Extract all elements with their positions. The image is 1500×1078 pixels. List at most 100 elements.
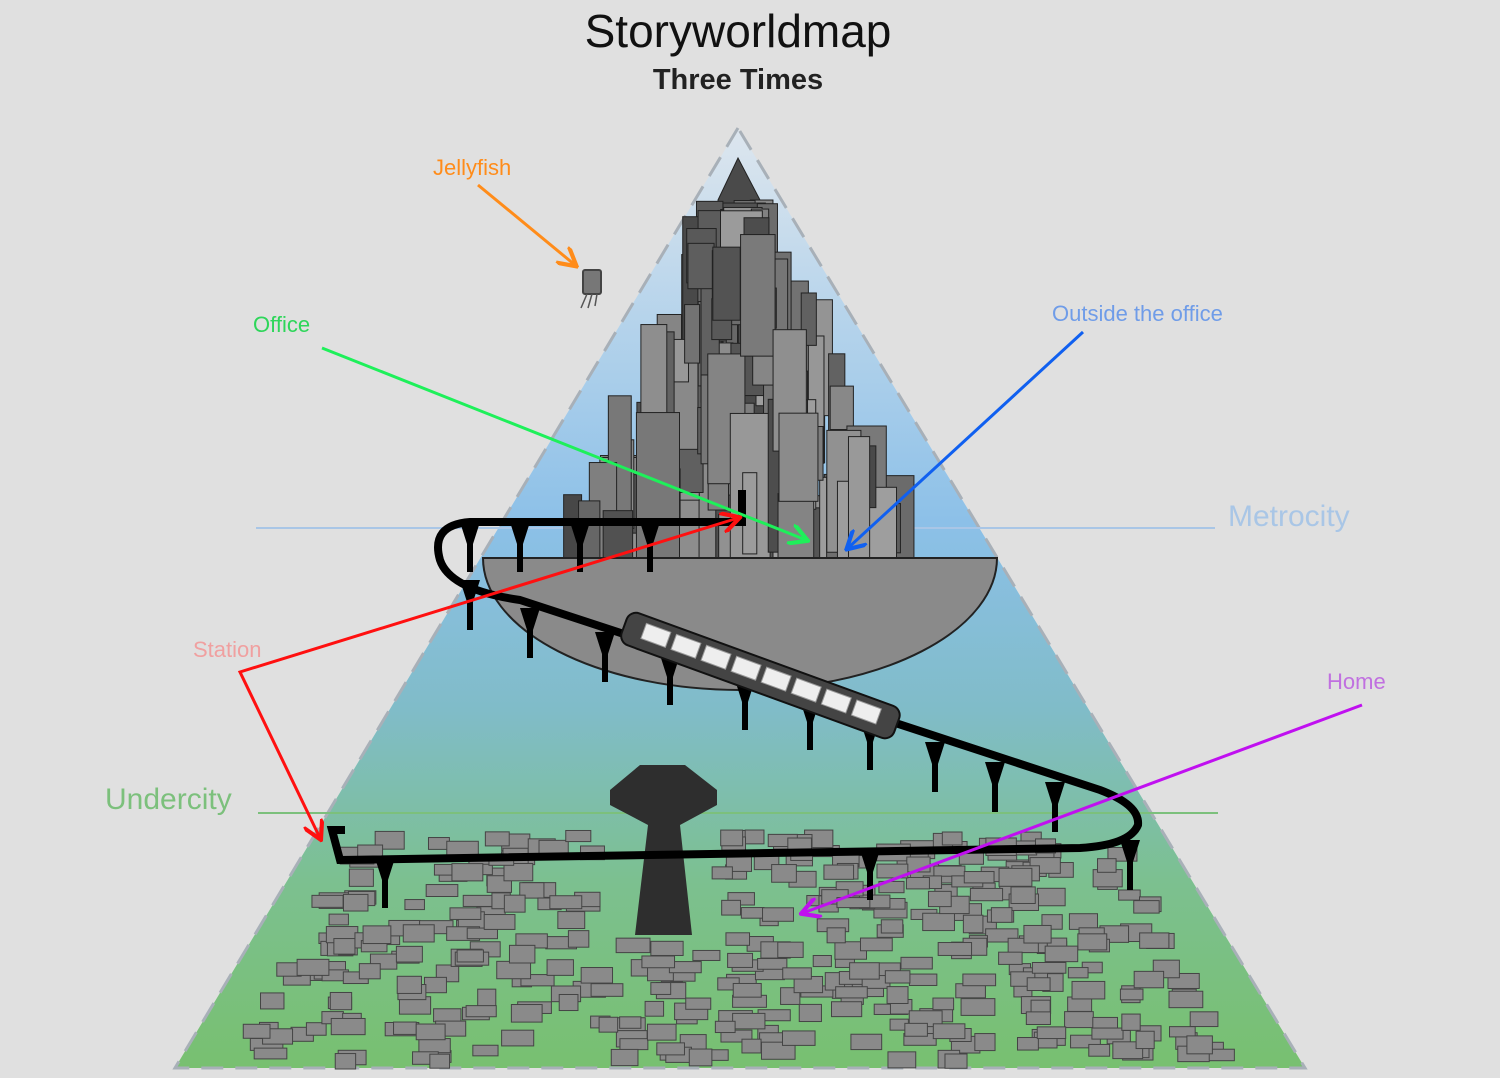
undercity-building [305, 1022, 327, 1036]
undercity-buildings [242, 829, 1235, 1070]
undercity-building [567, 930, 590, 948]
undercity-building [358, 963, 381, 980]
undercity-building [334, 1053, 357, 1070]
undercity-building [558, 993, 579, 1012]
undercity-building [396, 975, 422, 994]
undercity-building [520, 974, 555, 987]
metrocity-label: Metrocity [1228, 500, 1350, 533]
undercity-building [328, 913, 349, 926]
undercity-building [1186, 1035, 1213, 1055]
undercity-building [998, 951, 1023, 965]
undercity-building [1119, 988, 1144, 1001]
metro-building [687, 242, 715, 290]
undercity-label: Undercity [105, 783, 232, 816]
undercity-building [510, 1004, 543, 1023]
undercity-building [1112, 1041, 1144, 1060]
undercity-building [932, 1023, 966, 1040]
undercity-building [974, 1033, 996, 1052]
track-pillar [860, 850, 880, 900]
undercity-building [598, 1016, 619, 1033]
undercity-building [1067, 967, 1089, 979]
undercity-building [311, 894, 344, 908]
undercity-building [969, 887, 1004, 902]
page-subtitle: Three Times [652, 64, 824, 96]
page-title: Storyworldmap [584, 5, 892, 57]
undercity-building [720, 829, 744, 847]
undercity-building [656, 1042, 685, 1056]
undercity-building [720, 1029, 753, 1043]
undercity-building [711, 866, 733, 880]
undercity-building [465, 1005, 497, 1018]
train-window [760, 666, 792, 692]
undercity-building [484, 831, 510, 847]
undercity-building [348, 868, 374, 887]
undercity-building [1044, 945, 1079, 963]
undercity-building [483, 914, 516, 930]
undercity-building [501, 1029, 535, 1047]
undercity-building [850, 1033, 883, 1051]
undercity-building [781, 1030, 816, 1046]
undercity-building [646, 1023, 677, 1041]
undercity-building [782, 967, 812, 980]
undercity-building [242, 1023, 271, 1039]
home-arrow [803, 703, 1363, 913]
undercity-building [1016, 1037, 1039, 1051]
undercity-building [418, 1038, 451, 1054]
undercity-building [998, 867, 1033, 887]
undercity-building [1088, 1043, 1111, 1057]
undercity-building [944, 1053, 968, 1069]
undercity-building [688, 1048, 713, 1067]
undercity-building [849, 962, 880, 980]
undercity-building [644, 1000, 665, 1017]
undercity-building [887, 1051, 917, 1069]
undercity-building [610, 1048, 639, 1067]
undercity-building [330, 1017, 366, 1036]
undercity-building [1077, 933, 1108, 951]
undercity-building [922, 912, 955, 932]
undercity-building [565, 829, 592, 843]
undercity-building [466, 927, 498, 940]
undercity-building [1133, 900, 1160, 914]
undercity-building [927, 890, 952, 908]
undercity-building [503, 863, 534, 882]
outside-office-label: Outside the office [1052, 301, 1223, 326]
undercity-building [429, 1053, 451, 1069]
undercity-building [503, 894, 526, 913]
undercity-building [714, 1020, 736, 1034]
jellyfish-icon [580, 269, 602, 309]
undercity-building [477, 988, 497, 1008]
undercity-building [941, 831, 963, 846]
undercity-building [963, 871, 995, 884]
undercity-building [1168, 990, 1204, 1009]
undercity-building [619, 1016, 642, 1029]
undercity-building [908, 973, 938, 986]
undercity-building [721, 899, 741, 916]
undercity-building [880, 919, 904, 934]
metro-building [778, 412, 819, 502]
track-pillar [1045, 782, 1065, 832]
undercity-building [732, 1012, 766, 1030]
train-window [820, 688, 852, 714]
undercity-building [835, 986, 868, 999]
undercity-building [904, 1022, 928, 1037]
undercity-building [1010, 886, 1036, 904]
undercity-building [1189, 1011, 1219, 1028]
undercity-building [727, 952, 754, 968]
undercity-building [253, 1047, 288, 1060]
undercity-building [725, 932, 751, 946]
undercity-building [329, 991, 353, 1011]
undercity-building [590, 983, 624, 997]
undercity-building [1036, 1026, 1067, 1040]
train-window [850, 699, 882, 725]
undercity-building [771, 864, 797, 883]
undercity-building [615, 937, 651, 954]
undercity-building [685, 997, 712, 1010]
metro-building [635, 412, 680, 559]
metro-building [712, 246, 741, 321]
station-label: Station [193, 637, 262, 662]
undercity-building [650, 982, 672, 995]
undercity-building [1097, 858, 1117, 873]
undercity-building [433, 1008, 462, 1023]
undercity-building [415, 1023, 446, 1041]
